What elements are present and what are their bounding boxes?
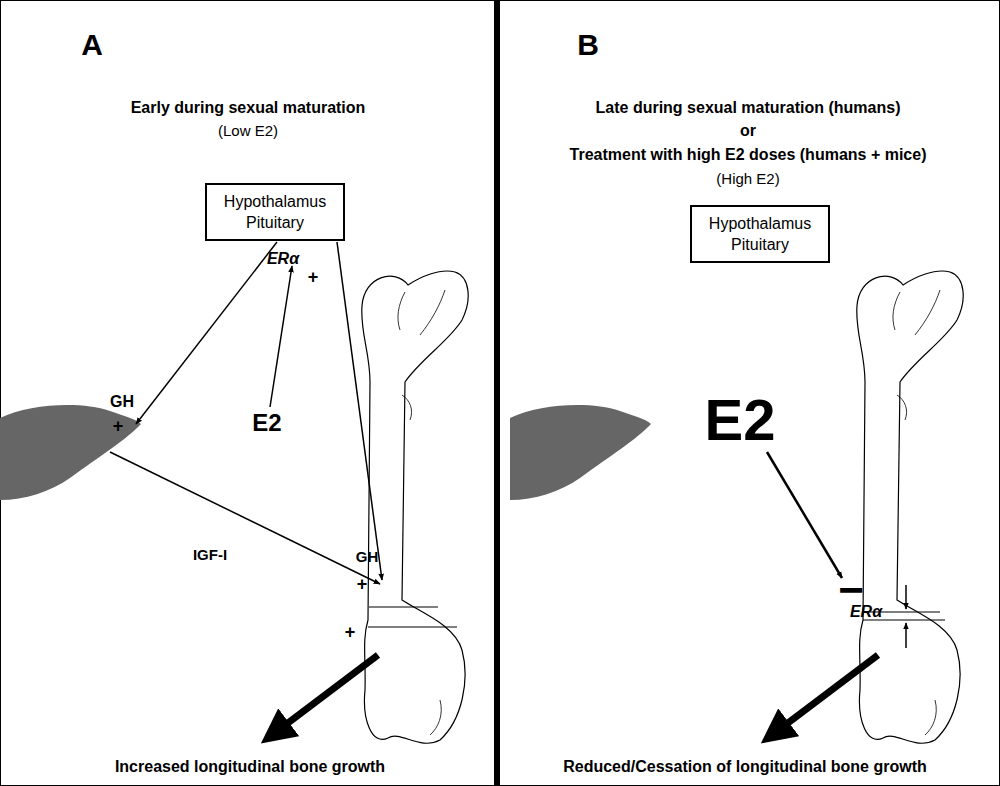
arrow	[136, 242, 277, 424]
arrow	[110, 452, 380, 584]
panel-letter: B	[577, 30, 599, 60]
hormone-label: GH	[356, 549, 379, 564]
arrow	[905, 585, 907, 609]
organ-box: Hypothalamus Pituitary	[205, 183, 345, 241]
panel-heading: or	[740, 123, 756, 139]
hormone-label: E2	[705, 391, 776, 449]
arrow	[270, 266, 292, 407]
arrow	[767, 452, 842, 578]
femur	[857, 271, 963, 743]
femur	[362, 271, 468, 743]
receptor-label: ERα	[267, 251, 299, 267]
thick-arrow	[772, 655, 878, 735]
liver-shape	[510, 405, 651, 500]
outcome-label: Reduced/Cessation of longitudinal bone g…	[563, 759, 927, 775]
sign-label: +	[308, 268, 319, 286]
liver-shape	[0, 405, 141, 500]
hormone-label: E2	[252, 411, 281, 435]
arrow	[905, 623, 907, 648]
thick-arrow	[272, 655, 378, 735]
box-text: Hypothalamus Pituitary	[700, 213, 820, 255]
panel-subheading: (High E2)	[716, 171, 779, 186]
sign-label: +	[357, 575, 368, 593]
sign-label: +	[113, 417, 124, 435]
organ-box: Hypothalamus Pituitary	[690, 205, 830, 263]
panel-heading: Early during sexual maturation	[131, 100, 366, 116]
panel-heading: Late during sexual maturation (humans)	[596, 100, 901, 116]
hormone-label: GH	[110, 394, 134, 410]
panel-heading: Treatment with high E2 doses (humans + m…	[570, 147, 927, 163]
outcome-label: Increased longitudinal bone growth	[115, 759, 385, 775]
hormone-label: IGF-I	[193, 547, 227, 562]
arrow	[337, 242, 382, 580]
panel-divider	[494, 0, 500, 786]
sign-label: +	[345, 623, 356, 641]
panel-letter: A	[81, 30, 103, 60]
receptor-label: ERα	[850, 604, 882, 620]
box-text: Hypothalamus Pituitary	[215, 191, 335, 233]
panel-subheading: (Low E2)	[218, 123, 278, 138]
